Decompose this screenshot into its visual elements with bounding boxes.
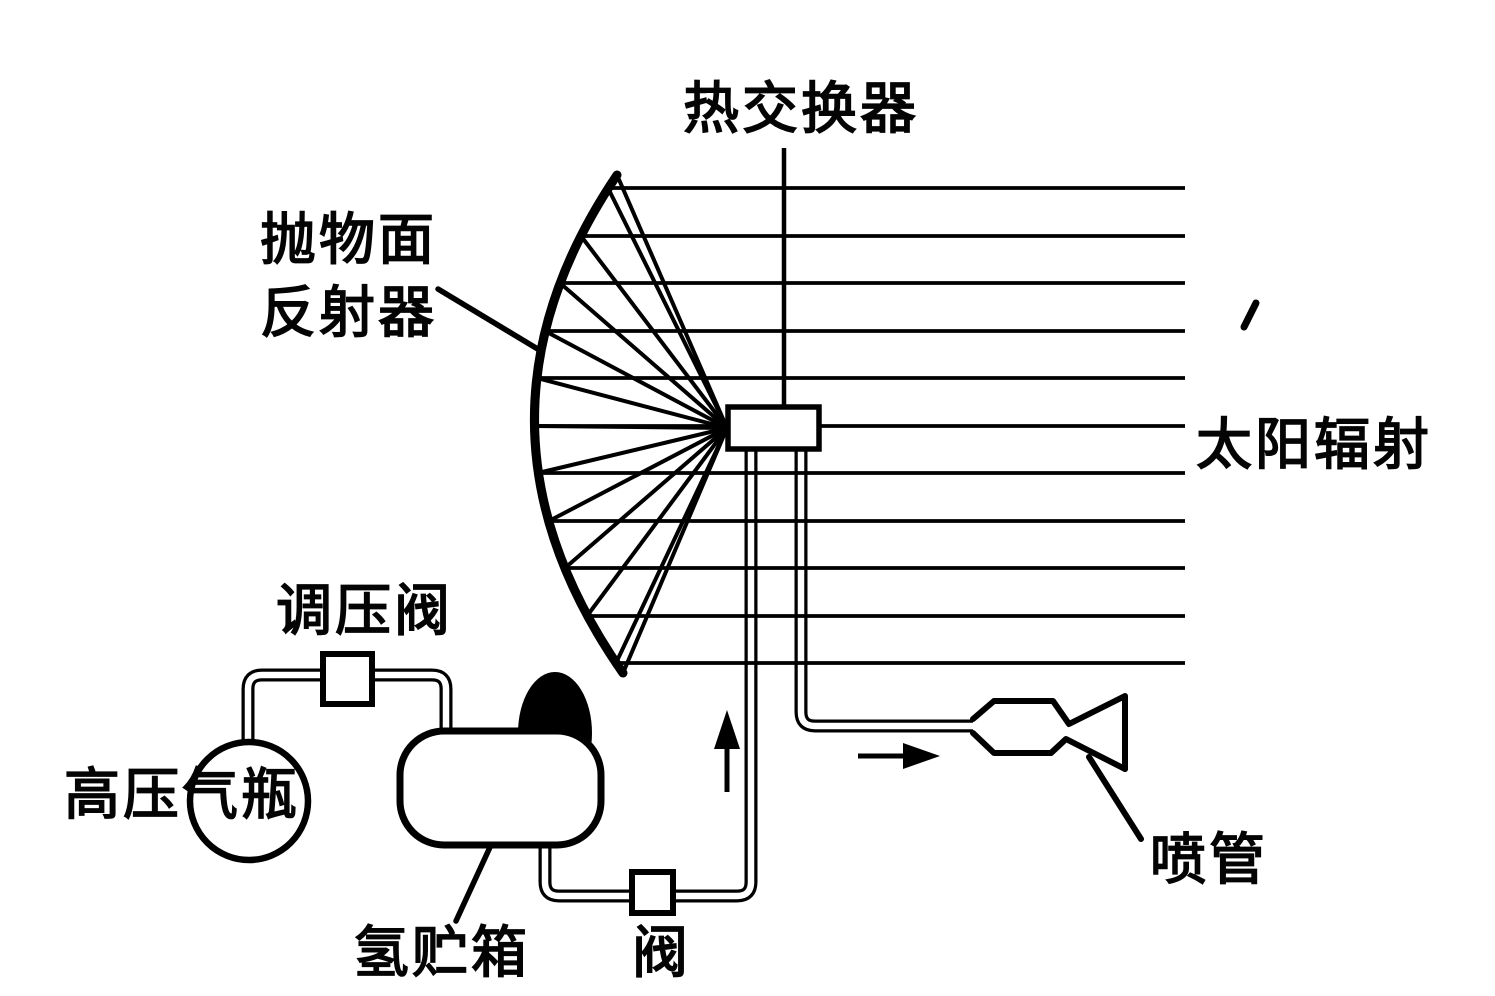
label-valve: 阀: [632, 921, 691, 986]
label-solar-radiation: 太阳辐射: [1196, 413, 1432, 478]
valve-square: [629, 869, 676, 916]
label-parabolic-reflector-line2: 反射器: [260, 281, 437, 346]
reflected-rays: [533, 174, 729, 674]
gas-bottle-circle: [186, 738, 312, 864]
tank-leader-line: [453, 842, 494, 924]
label-high-pressure-gas-bottle: 高压气瓶: [64, 763, 300, 828]
label-heat-exchanger: 热交换器: [683, 77, 919, 142]
pressure-regulator-valve-square: [320, 651, 375, 707]
reflector-leader-line: [435, 286, 544, 354]
label-pressure-regulating-valve: 调压阀: [276, 579, 453, 644]
heat-exchanger-box: [725, 404, 822, 452]
flow-arrow-right: [858, 743, 940, 769]
label-nozzle: 喷管: [1150, 828, 1268, 893]
pipe-heat-exchanger-to-nozzle: [794, 442, 973, 733]
parabolic-reflector-arc: [530, 170, 628, 678]
label-parabolic-reflector-line1: 抛物面: [260, 208, 437, 273]
flow-arrow-up: [714, 710, 740, 792]
small-tick-mark: [1240, 299, 1260, 331]
nozzle-outline: [970, 693, 1128, 772]
hydrogen-tank-body: [396, 727, 605, 849]
label-hydrogen-storage-tank: 氢贮箱: [353, 921, 530, 986]
nozzle-leader-line: [1086, 754, 1144, 842]
